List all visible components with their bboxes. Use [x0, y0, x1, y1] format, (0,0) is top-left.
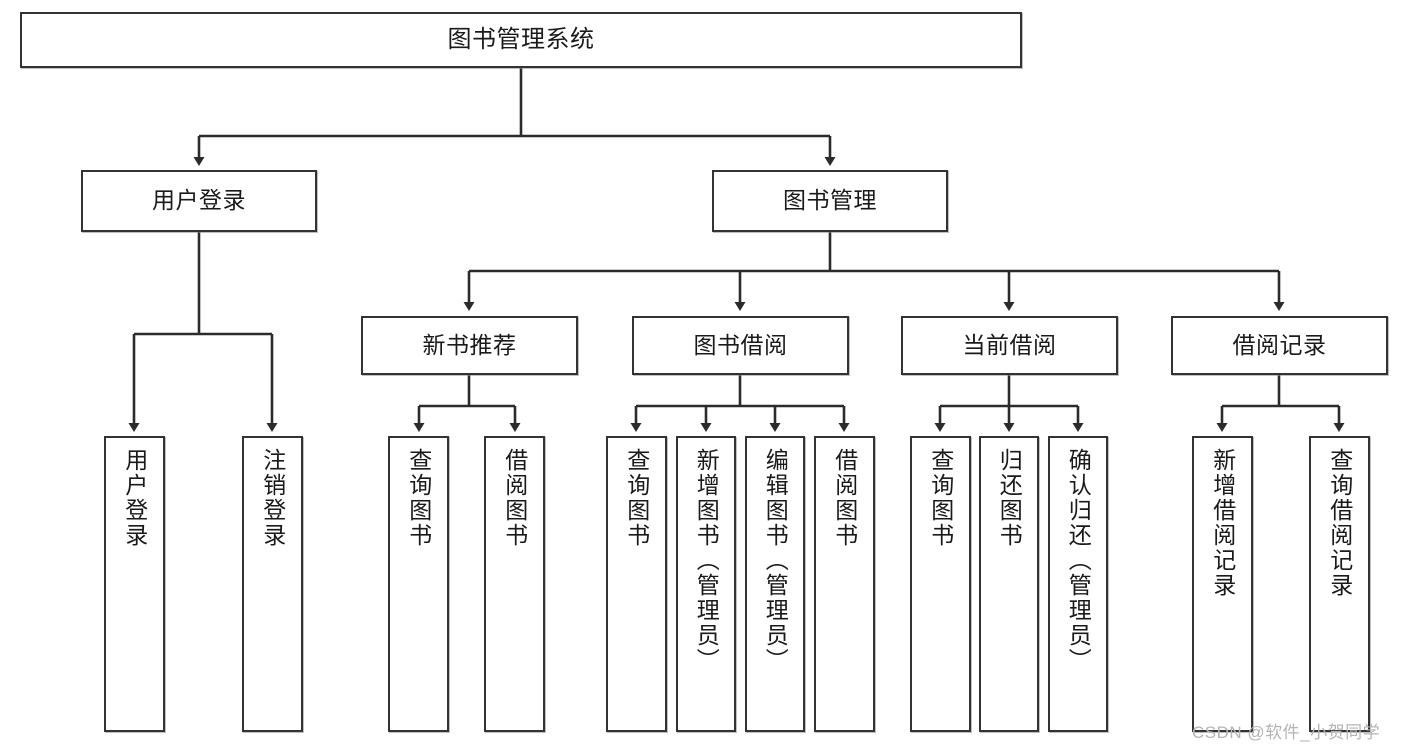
node-label: 编辑图书（管理员）	[762, 448, 789, 673]
node-book-borrow[interactable]: 图书借阅	[632, 316, 849, 375]
node-label: 新增图书（管理员）	[693, 448, 720, 673]
node-label: 借阅图书	[501, 448, 528, 548]
node-label: 新增借阅记录	[1209, 448, 1236, 598]
node-label: 用户登录	[121, 448, 148, 548]
node-label: 借阅记录	[1232, 331, 1327, 358]
node-label: 查询借阅记录	[1326, 448, 1353, 598]
leaf-query-book-borrow[interactable]: 查询图书	[606, 436, 667, 732]
leaf-borrow-book[interactable]: 借阅图书	[814, 436, 875, 732]
leaf-edit-book[interactable]: 编辑图书（管理员）	[745, 436, 805, 732]
node-label: 借阅图书	[831, 448, 858, 548]
node-root-system[interactable]: 图书管理系统	[20, 12, 1022, 68]
leaf-query-book-current[interactable]: 查询图书	[910, 436, 971, 732]
leaf-query-book-recommend[interactable]: 查询图书	[388, 436, 449, 732]
node-label: 查询图书	[405, 448, 432, 548]
leaf-user-login[interactable]: 用户登录	[104, 436, 165, 732]
leaf-confirm-return[interactable]: 确认归还（管理员）	[1048, 436, 1108, 732]
node-label: 注销登录	[259, 448, 286, 548]
node-label: 用户登录	[152, 187, 246, 214]
node-book-manage[interactable]: 图书管理	[712, 170, 948, 232]
node-borrow-record[interactable]: 借阅记录	[1171, 316, 1388, 375]
node-label: 图书管理系统	[447, 25, 595, 53]
node-user-login[interactable]: 用户登录	[81, 170, 317, 232]
node-label: 确认归还（管理员）	[1065, 448, 1092, 673]
node-label: 当前借阅	[962, 331, 1057, 358]
leaf-add-book[interactable]: 新增图书（管理员）	[676, 436, 736, 732]
leaf-return-book[interactable]: 归还图书	[979, 436, 1039, 732]
leaf-borrow-book-recommend[interactable]: 借阅图书	[484, 436, 545, 732]
leaf-user-logout[interactable]: 注销登录	[242, 436, 303, 732]
node-label: 查询图书	[927, 448, 954, 548]
node-label: 新书推荐	[422, 331, 517, 358]
node-label: 查询图书	[623, 448, 650, 548]
leaf-query-borrow-record[interactable]: 查询借阅记录	[1309, 436, 1370, 732]
node-label: 图书管理	[783, 187, 877, 214]
node-label: 归还图书	[996, 448, 1023, 548]
node-current-borrow[interactable]: 当前借阅	[901, 316, 1118, 375]
node-new-book-recommend[interactable]: 新书推荐	[361, 316, 578, 375]
leaf-add-borrow-record[interactable]: 新增借阅记录	[1192, 436, 1253, 732]
node-label: 图书借阅	[693, 331, 788, 358]
csdn-watermark: CSDN @软件_小贺同学	[1192, 723, 1381, 742]
